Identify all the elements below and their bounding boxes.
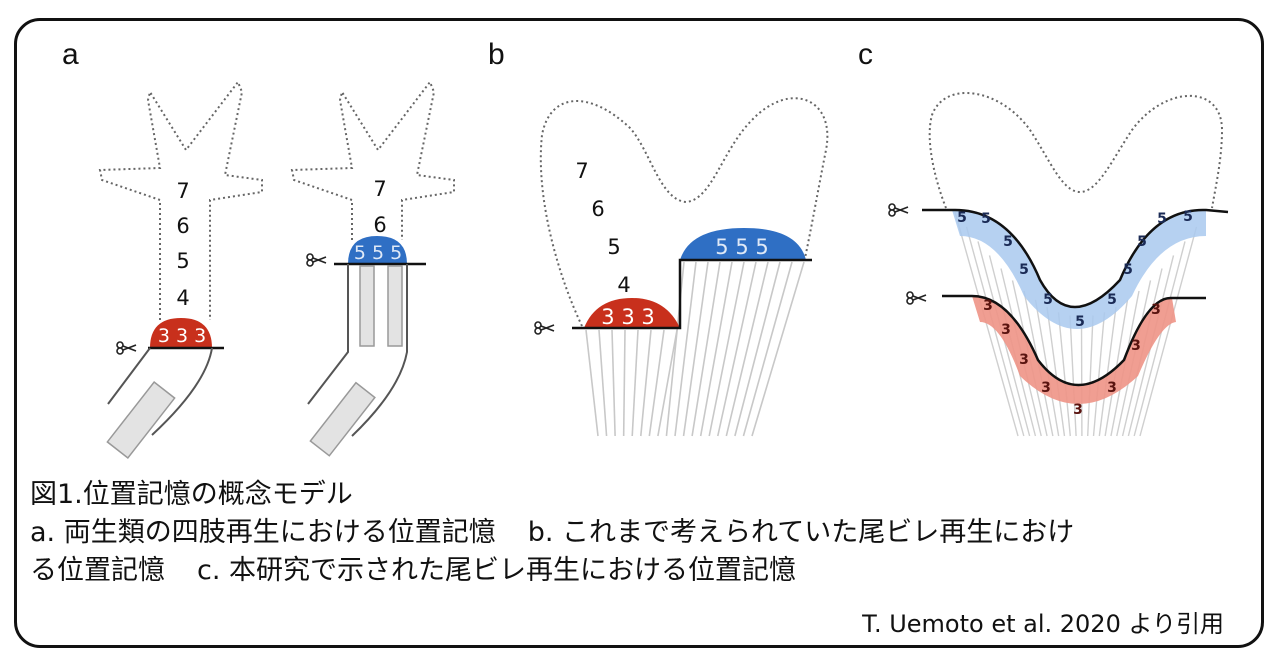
fin-ray <box>716 261 757 437</box>
fin-ray <box>611 329 616 437</box>
limb-2-bone <box>309 381 376 457</box>
fin-ray <box>708 261 745 437</box>
fin-ray <box>648 329 665 437</box>
caption-b-cont: る位置記憶 <box>30 555 165 586</box>
limb-1-number: 5 <box>176 249 189 273</box>
fin-ray <box>1098 306 1117 437</box>
fin-ray <box>674 261 697 437</box>
fin-ray <box>1092 312 1106 437</box>
limb-2-number: 7 <box>373 177 386 201</box>
fin-c-amputation-line-upper <box>922 208 1229 309</box>
fin-c-red-number: 3 <box>1073 402 1083 418</box>
fin-ray <box>622 329 626 437</box>
figure-frame <box>14 18 1264 648</box>
fin-c-blue-number: 5 <box>1157 211 1167 227</box>
fin-c-blue-number: 5 <box>1107 292 1117 308</box>
caption-c: c. 本研究で示された尾ビレ再生における位置記憶 <box>197 555 797 586</box>
limb-2-number: 6 <box>373 213 386 237</box>
fin-ray <box>1046 306 1066 437</box>
fin-b-number: 4 <box>617 273 630 297</box>
scissors-icon <box>306 253 327 267</box>
caption-b: b. これまで考えられていた尾ビレ再生におけ <box>527 517 1075 548</box>
figure-diagram: a 7 6 5 4 3 3 3 7 6 5 5 5 b 7 6 <box>62 38 1229 460</box>
fin-ray <box>631 329 639 437</box>
fin-ray <box>639 329 652 437</box>
fin-c-blue-number: 5 <box>1003 234 1013 250</box>
fin-ray <box>1139 226 1198 437</box>
fin-c-blue-number: 5 <box>1137 234 1147 250</box>
fin-ray <box>965 226 1025 437</box>
caption-title: 図1.位置記憶の概念モデル <box>30 479 353 510</box>
fin-c: 5 5 5 5 5 5 5 5 5 5 5 3 3 3 3 3 3 3 3 <box>888 92 1229 437</box>
limb-1-number: 6 <box>176 214 189 238</box>
limb-1-cap-label: 3 3 3 <box>158 325 206 347</box>
fin-ray <box>725 261 769 437</box>
panel-a-label: a <box>62 38 79 71</box>
limb-1: 7 6 5 4 3 3 3 <box>98 79 263 460</box>
fin-ray <box>598 329 608 437</box>
fin-c-blue-number: 5 <box>1043 292 1053 308</box>
limb-2-bone <box>387 265 403 347</box>
limb-1-regenerate-cap <box>150 318 212 348</box>
fin-b-number: 5 <box>607 235 620 259</box>
limb-1-number: 7 <box>176 179 189 203</box>
fin-ray <box>954 211 1019 437</box>
fin-b: 7 6 5 4 3 3 3 5 5 5 <box>534 97 829 437</box>
fin-ray <box>1087 315 1094 437</box>
citation-credit: T. Uemoto et al. 2020 より引用 <box>862 610 1224 638</box>
limb-2: 7 6 5 5 5 <box>290 79 455 457</box>
fin-ray <box>1034 299 1060 437</box>
fin-ray <box>665 261 685 437</box>
fin-ray <box>691 261 721 437</box>
fin-c-blue-number: 5 <box>1123 262 1133 278</box>
panel-b-label: b <box>488 38 505 71</box>
fin-b-number: 6 <box>591 197 604 221</box>
limb-2-cap-label: 5 5 5 <box>354 242 402 264</box>
fin-c-red-number: 3 <box>983 298 993 314</box>
caption-a: a. 両生類の四肢再生における位置記憶 <box>30 517 496 548</box>
limb-2-bone <box>359 265 375 347</box>
scissors-icon <box>888 203 909 217</box>
fin-b-blue-cap <box>680 228 806 260</box>
fin-c-blue-number: 5 <box>1019 262 1029 278</box>
fin-ray <box>657 329 678 437</box>
fin-ray <box>1057 312 1071 437</box>
fin-c-blue-number: 5 <box>1183 209 1193 225</box>
limb-2-regenerate-cap <box>348 236 407 264</box>
fin-c-blue-number: 5 <box>981 211 991 227</box>
fin-ray <box>585 329 599 437</box>
fin-ray <box>1069 315 1077 437</box>
fin-c-red-number: 3 <box>1001 322 1011 338</box>
fin-c-red-number: 3 <box>1041 380 1051 396</box>
fin-ray <box>682 261 709 437</box>
fin-ray <box>751 261 805 437</box>
fin-c-red-number: 3 <box>1131 338 1141 354</box>
fin-ray <box>734 261 781 437</box>
fin-c-red-number: 3 <box>1019 352 1029 368</box>
fin-b-number: 7 <box>575 159 588 183</box>
fin-c-red-band <box>972 296 1176 404</box>
fin-c-blue-number: 5 <box>1075 314 1085 330</box>
fin-ray <box>1133 241 1186 437</box>
fin-b-amputation-line <box>572 258 812 330</box>
scissors-icon <box>906 291 927 305</box>
fin-b-blue-label: 5 5 5 <box>715 235 768 259</box>
fin-ray <box>699 261 733 437</box>
scissors-icon <box>534 321 555 335</box>
fin-c-red-number: 3 <box>1151 302 1161 318</box>
scissors-icon <box>116 341 137 355</box>
fin-b-red-label: 3 3 3 <box>601 305 654 329</box>
panel-c-label: c <box>858 38 873 71</box>
fin-c-amputation-line-lower <box>942 294 1206 387</box>
fin-ray <box>742 261 793 437</box>
fin-c-red-number: 3 <box>1107 380 1117 396</box>
figure-caption: 図1.位置記憶の概念モデル a. 両生類の四肢再生における位置記憶 b. これまで… <box>30 476 1260 590</box>
fin-c-blue-number: 5 <box>957 210 967 226</box>
limb-1-bone <box>106 380 176 460</box>
fin-b-red-cap <box>584 298 680 328</box>
limb-1-number: 4 <box>176 286 189 310</box>
